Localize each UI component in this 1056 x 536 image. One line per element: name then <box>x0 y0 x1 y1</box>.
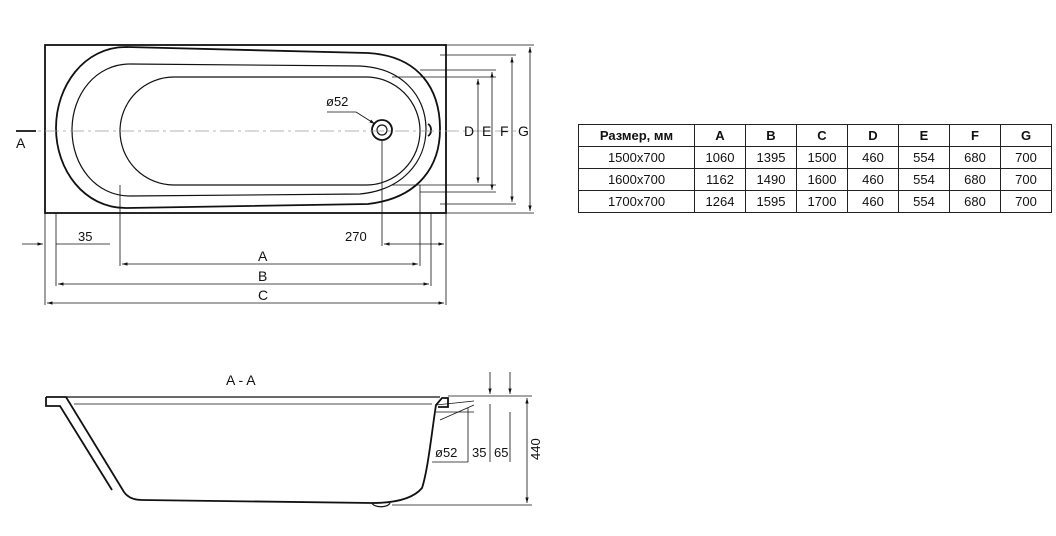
section-drain-label: ø52 <box>435 445 457 460</box>
dim-a-label: A <box>258 248 268 264</box>
dim-440-label: 440 <box>528 438 543 460</box>
vertical-dimensions: D E F G <box>392 44 534 214</box>
table-cell: 1500x700 <box>578 146 695 169</box>
drain-outer <box>371 119 393 141</box>
table-header-f: F <box>949 124 1001 147</box>
table-cell: 1600x700 <box>578 168 695 191</box>
table-header-g: G <box>1000 124 1052 147</box>
plan-drain-label: ø52 <box>326 94 348 109</box>
table-header-row: Размер, мм A B C D E F G <box>578 124 1052 147</box>
table-cell: 1700x700 <box>578 190 695 213</box>
table-cell: 460 <box>847 190 899 213</box>
table-cell: 1700 <box>796 190 848 213</box>
dim-b-label: B <box>258 268 267 284</box>
section-dim-35-label: 35 <box>472 445 486 460</box>
table-cell: 700 <box>1000 146 1052 169</box>
table-cell: 1162 <box>694 168 746 191</box>
tub-section-rim-left <box>45 397 113 491</box>
tub-outer-bowl <box>55 46 441 209</box>
dimensions-table: Размер, мм A B C D E F G 1500x700 1060 1… <box>578 124 1052 213</box>
horizontal-dimensions: 35 270 A B C <box>22 140 447 305</box>
dim-g-label: G <box>518 123 529 139</box>
section-dim-65-label: 65 <box>494 445 508 460</box>
table-cell: 680 <box>949 168 1001 191</box>
table-row: 1700x700 1264 1595 1700 460 554 680 700 <box>578 190 1052 213</box>
table-cell: 1395 <box>745 146 797 169</box>
table-cell: 554 <box>898 190 950 213</box>
table-cell: 460 <box>847 146 899 169</box>
overflow-mark <box>427 123 432 137</box>
tub-outline <box>44 44 447 214</box>
dim-270-label: 270 <box>345 229 367 244</box>
table-header-size: Размер, мм <box>578 124 695 147</box>
dim-d-label: D <box>464 123 474 139</box>
table-cell: 1060 <box>694 146 746 169</box>
table-cell: 1595 <box>745 190 797 213</box>
table-cell: 1490 <box>745 168 797 191</box>
section-drain <box>371 502 391 508</box>
table-row: 1600x700 1162 1490 1600 460 554 680 700 <box>578 168 1052 191</box>
tub-inner-rim <box>71 63 427 197</box>
table-cell: 700 <box>1000 168 1052 191</box>
table-cell: 554 <box>898 146 950 169</box>
section-title: A - A <box>226 372 256 388</box>
table-cell: 1264 <box>694 190 746 213</box>
section-mark-label: A <box>16 135 26 151</box>
drain-inner <box>376 124 388 136</box>
table-cell: 680 <box>949 190 1001 213</box>
tub-section-profile <box>46 396 449 504</box>
table-cell: 460 <box>847 168 899 191</box>
table-cell: 1500 <box>796 146 848 169</box>
table-cell: 700 <box>1000 190 1052 213</box>
table-header-d: D <box>847 124 899 147</box>
section-view: A - A 440 65 35 ø52 <box>45 372 543 508</box>
plan-view: ø52 A D E F G <box>16 44 534 305</box>
table-header-a: A <box>694 124 746 147</box>
drain-leader-arrow <box>355 111 376 125</box>
dim-35-label: 35 <box>78 229 92 244</box>
dim-f-label: F <box>500 123 509 139</box>
table-cell: 554 <box>898 168 950 191</box>
table-cell: 1600 <box>796 168 848 191</box>
dim-c-label: C <box>258 287 268 303</box>
table-row: 1500x700 1060 1395 1500 460 554 680 700 <box>578 146 1052 169</box>
table-header-e: E <box>898 124 950 147</box>
table-header-b: B <box>745 124 797 147</box>
dim-e-label: E <box>482 123 491 139</box>
table-header-c: C <box>796 124 848 147</box>
table-cell: 680 <box>949 146 1001 169</box>
